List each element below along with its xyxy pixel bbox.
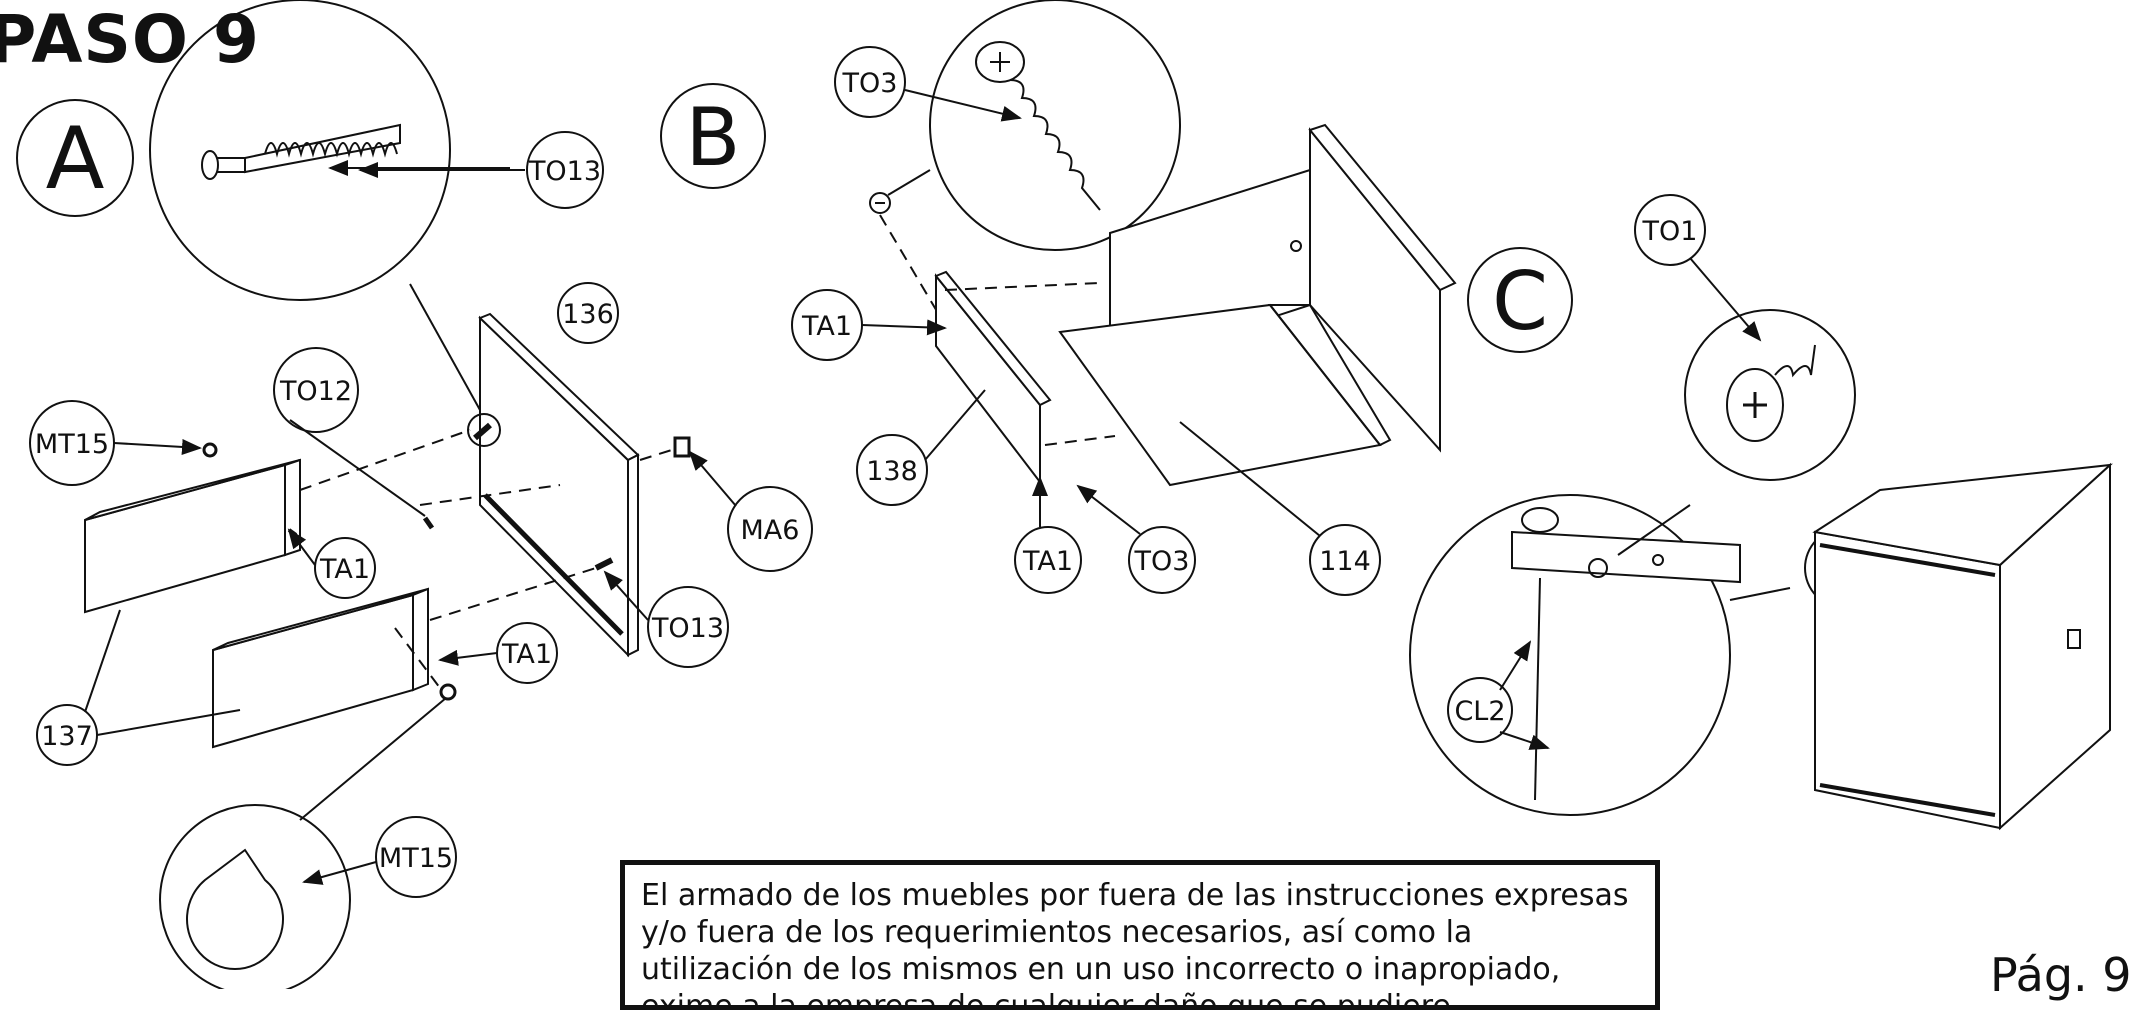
label-137: 137 [41,721,93,752]
drawer-slide-detail [1511,507,1741,801]
disclaimer-box: El armado de los muebles por fuera de la… [620,860,1660,1010]
label-ta1-a1: TA1 [319,554,370,585]
label-138: 138 [866,456,918,487]
chipboard-screw-detail [1726,344,1816,442]
label-ta1-b2: TA1 [1022,546,1073,577]
label-114: 114 [1319,546,1371,577]
detail-circle-mt15 [159,804,351,989]
drawer-bottom [1058,303,1382,487]
label-ta1-b1: TA1 [801,311,852,342]
panel-137-top [84,463,286,614]
page-number: Pág. 9 [1990,948,2132,1002]
section-b-label: B [686,91,741,184]
assembly-diagram: A [16,0,2113,989]
detail-circle-to3 [929,0,1181,251]
detail-circle-to1 [1684,309,1856,481]
section-c-circle [1467,247,1573,353]
label-to3-mid: TO3 [1134,546,1190,577]
disclaimer-text: El armado de los muebles por fuera de la… [641,878,1629,1010]
label-ta1-a2: TA1 [501,639,552,670]
cam-bolt-detail [201,123,401,180]
label-cl2: CL2 [1454,696,1505,727]
section-a-label: A [46,109,105,209]
panel-136 [479,315,629,658]
detail-circle-to13 [149,0,451,301]
panel-137-bottom [212,593,414,749]
cabinet-front [1814,530,2001,830]
label-136: 136 [562,299,614,330]
label-to1: TO1 [1642,216,1698,247]
section-c-label: C [1492,255,1548,348]
label-mt15-top: MT15 [35,429,109,460]
label-to3-top: TO3 [842,68,898,99]
label-mt15-bottom: MT15 [379,843,453,874]
section-b-circle [660,83,766,189]
section-a-circle [16,99,134,217]
leader-detail-a [409,283,481,411]
label-to13-top: TO13 [528,156,601,187]
step-title: PASO 9 [0,1,260,78]
label-ma6: MA6 [741,515,800,546]
detail-circle-cl2 [1409,494,1731,816]
wood-screw-detail [975,41,1101,211]
label-to12: TO12 [279,376,352,407]
label-to13-mid: TO13 [651,613,724,644]
